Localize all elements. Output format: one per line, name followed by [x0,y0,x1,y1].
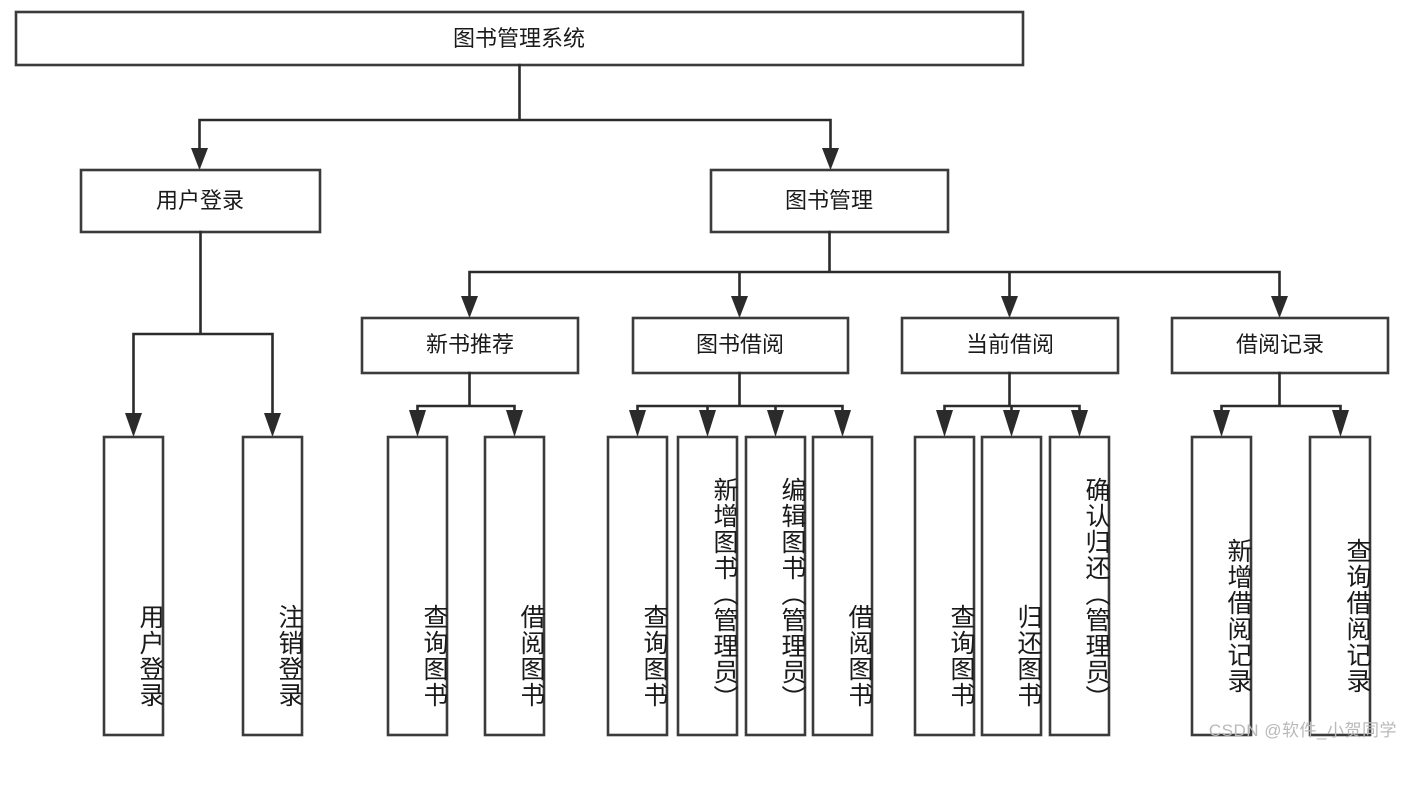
node-box-current-borrow[interactable] [900,316,1120,375]
arrowhead-root-to-user-login [191,148,208,170]
leaf-box-add-book-admin[interactable] [676,435,739,737]
arrowhead-bb-leaf-3 [767,410,784,437]
arrowhead-user-login-leaf-1 [125,413,142,437]
arrowhead-cb-leaf-2 [1003,410,1020,437]
node-box-root[interactable] [14,10,1025,67]
leaf-box-query-book-cb[interactable] [913,435,976,737]
node-label-root: 图书管理系统 [453,26,585,51]
connector-root-bar [198,63,832,152]
arrowhead-user-login-leaf-2 [264,413,281,437]
leaf-box-return-book[interactable] [980,435,1043,737]
leaf-box-query-book-bb[interactable] [606,435,669,737]
arrowhead-bm-to-current [1001,296,1018,318]
connector-book-management-bar [468,230,1281,300]
arrowhead-root-to-book-mgmt [822,148,839,170]
leaf-box-add-borrow-record[interactable] [1190,435,1253,737]
arrowhead-bm-to-record [1271,296,1288,318]
watermark-text: CSDN @软件_小贺同学 [1208,721,1397,740]
tree-diagram-svg: 图书管理系统 用户登录 图书管理 新书推荐 图书借阅 当前借阅 借阅记录 [14,10,1390,737]
node-label-new-book-recommend: 新书推荐 [426,332,514,357]
node-label-current-borrow: 当前借阅 [966,332,1054,357]
arrowhead-nb-leaf-1 [409,410,426,437]
leaf-box-logout[interactable] [241,435,304,737]
node-label-book-borrow: 图书借阅 [696,332,784,357]
arrowhead-bm-to-new-book [461,296,478,318]
node-label-user-login: 用户登录 [156,188,244,213]
diagram-canvas: 图书管理系统 用户登录 图书管理 新书推荐 图书借阅 当前借阅 借阅记录 [14,10,1397,740]
leaf-box-user-login[interactable] [102,435,165,737]
leaf-box-borrow-book-bb[interactable] [811,435,874,737]
connector-new-book-bar [416,371,516,417]
arrowhead-bm-to-borrow [731,296,748,318]
leaf-box-edit-book-admin[interactable] [744,435,807,737]
node-label-borrow-record: 借阅记录 [1236,332,1324,357]
connector-user-login-bar [132,230,274,417]
arrowhead-nb-leaf-2 [506,410,523,437]
connector-borrow-record-bar [1220,371,1342,417]
leaf-box-borrow-book-nb[interactable] [483,435,546,737]
arrowhead-bb-leaf-4 [834,410,851,437]
arrowhead-cb-leaf-3 [1071,410,1088,437]
node-label-book-management: 图书管理 [785,188,873,213]
connector-current-borrow-bar [943,371,1081,417]
node-box-new-book-recommend[interactable] [360,316,580,375]
connector-book-borrow-bar [636,371,844,417]
leaf-box-query-book-nb[interactable] [386,435,449,737]
leaf-box-confirm-return-admin[interactable] [1048,435,1111,737]
arrowhead-bb-leaf-1 [629,410,646,437]
arrowhead-cb-leaf-1 [936,410,953,437]
leaf-box-query-borrow-record[interactable] [1308,435,1372,737]
arrowhead-bb-leaf-2 [699,410,716,437]
arrowhead-br-leaf-2 [1332,410,1349,437]
node-box-user-login[interactable] [79,168,322,234]
arrowhead-br-leaf-1 [1213,410,1230,437]
